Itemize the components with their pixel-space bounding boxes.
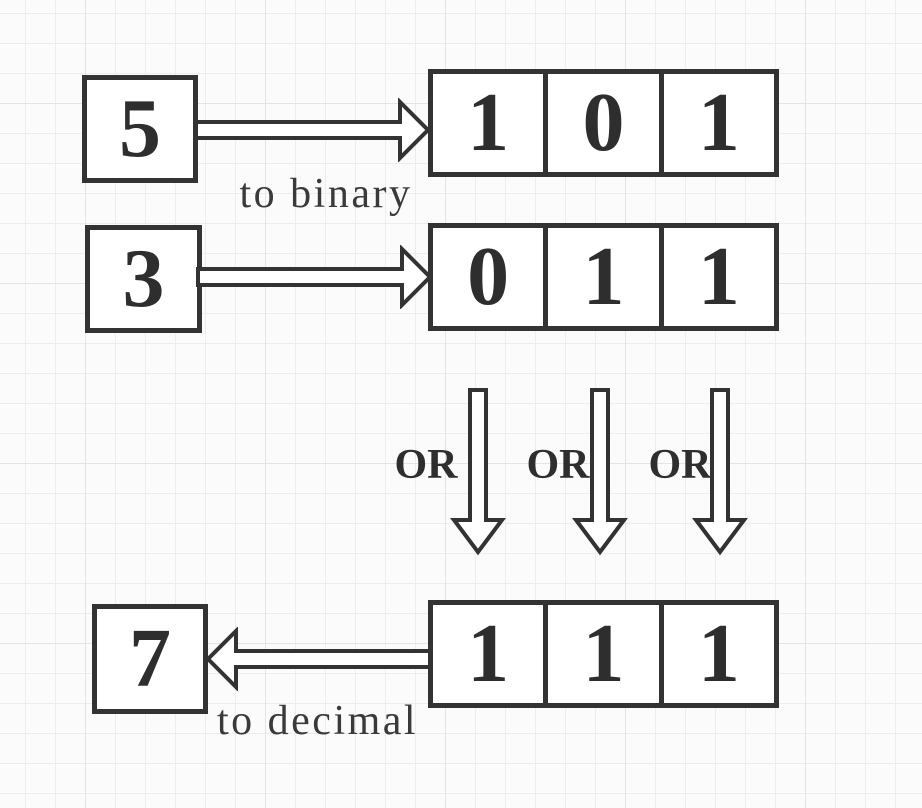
bit-cell: 1 xyxy=(543,605,658,703)
arrow-right-icon xyxy=(194,98,431,162)
to-binary-label: to binary xyxy=(239,171,413,217)
bit-value: 1 xyxy=(582,230,625,323)
to-decimal-label: to decimal xyxy=(217,698,419,744)
bit-cell: 1 xyxy=(543,228,658,326)
decimal-value-top: 5 xyxy=(119,82,161,175)
or-operator-label: OR xyxy=(394,442,458,488)
arrow-down-icon xyxy=(450,388,506,556)
or-operator-label: OR xyxy=(648,442,712,488)
decimal-box-3: 3 xyxy=(85,225,202,333)
bit-value: 1 xyxy=(697,607,740,700)
binary-row-result: 1 1 1 xyxy=(428,600,779,708)
arrow-down-icon xyxy=(692,388,748,556)
bit-value: 1 xyxy=(467,607,510,700)
bit-value: 1 xyxy=(467,76,510,169)
bit-cell: 1 xyxy=(433,605,543,703)
bit-value: 1 xyxy=(697,76,740,169)
bit-cell: 0 xyxy=(433,228,543,326)
decimal-value-result: 7 xyxy=(129,612,171,705)
bit-cell: 1 xyxy=(658,228,774,326)
arrow-down-icon xyxy=(572,388,628,556)
decimal-box-7: 7 xyxy=(92,604,208,714)
arrow-right-icon xyxy=(196,245,433,309)
bit-value: 1 xyxy=(697,230,740,323)
binary-row-middle: 0 1 1 xyxy=(428,223,779,331)
bit-value: 1 xyxy=(582,607,625,700)
bit-cell: 1 xyxy=(658,605,774,703)
bit-value: 0 xyxy=(582,76,625,169)
bit-value: 0 xyxy=(467,230,510,323)
binary-row-top: 1 0 1 xyxy=(428,69,779,177)
decimal-value-middle: 3 xyxy=(122,232,165,325)
decimal-box-5: 5 xyxy=(82,75,198,183)
or-operator-label: OR xyxy=(526,442,590,488)
bit-cell: 1 xyxy=(433,74,543,172)
arrow-left-icon xyxy=(205,627,432,691)
bit-cell: 1 xyxy=(658,74,774,172)
bit-cell: 0 xyxy=(543,74,658,172)
